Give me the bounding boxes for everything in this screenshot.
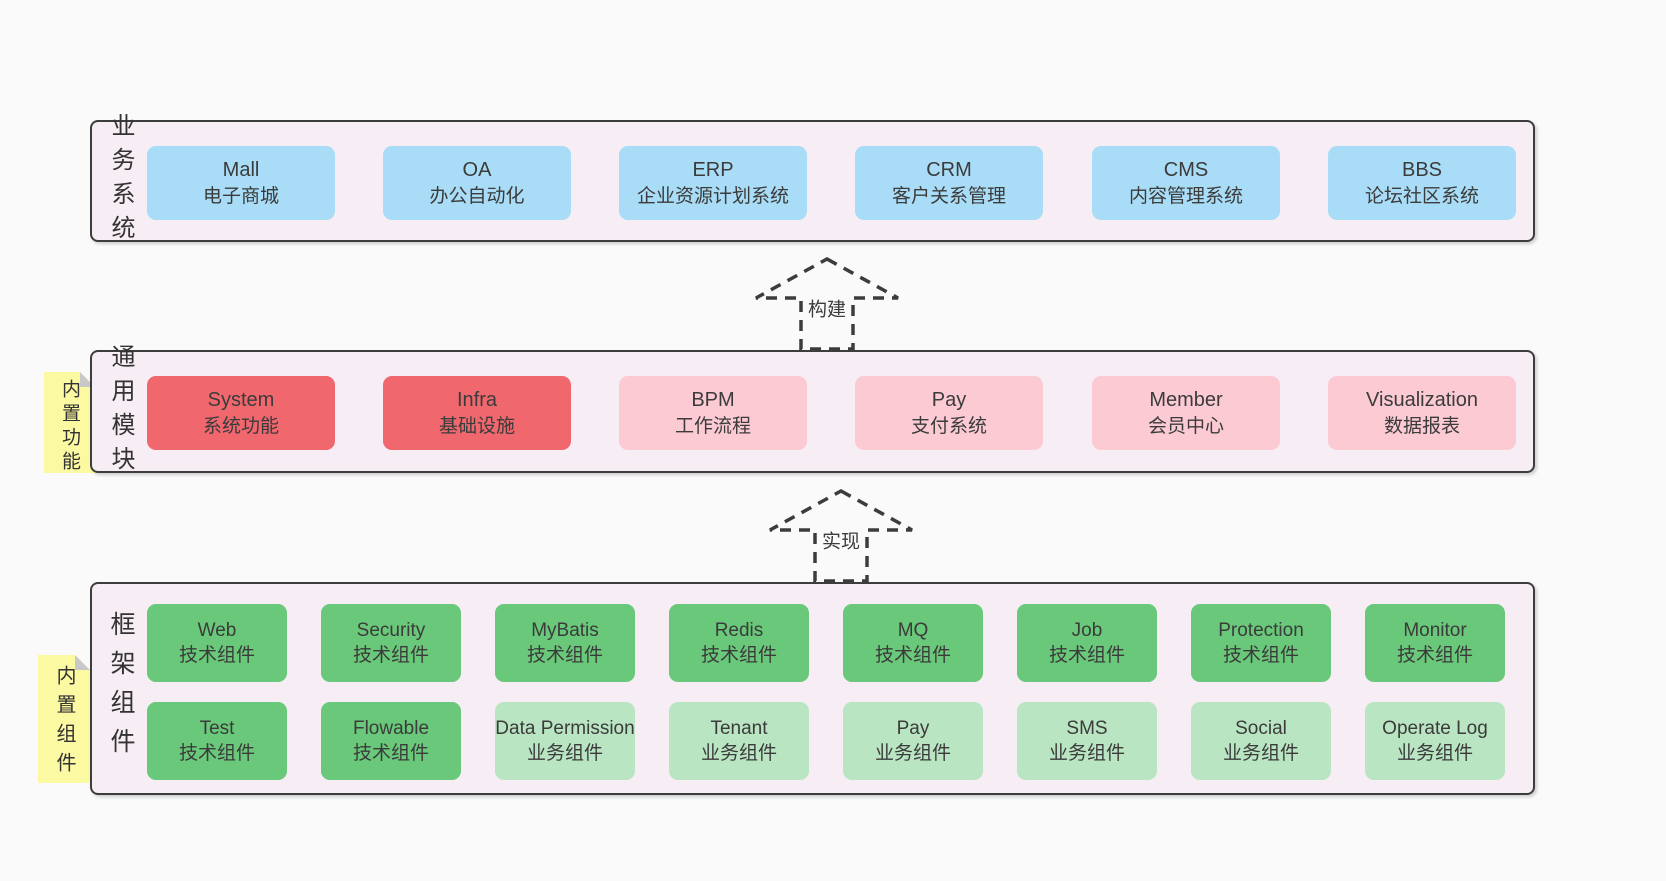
box-web: Web 技术组件 (147, 604, 287, 682)
box-title: Web (197, 620, 237, 641)
box-erp: ERP 企业资源计划系统 (619, 146, 807, 220)
box-subtitle: 技术组件 (700, 645, 777, 666)
box-subtitle: 技术组件 (1048, 645, 1125, 666)
box-member: Member 会员中心 (1092, 376, 1280, 450)
box-title: Pay (931, 388, 967, 411)
box-oa: OA 办公自动化 (383, 146, 571, 220)
box-tenant: Tenant 业务组件 (669, 702, 809, 780)
box-title: BPM (691, 388, 735, 411)
box-subtitle: 论坛社区系统 (1364, 185, 1479, 207)
box-title: OA (462, 158, 492, 181)
box-mall: Mall 电子商城 (147, 146, 335, 220)
box-title: Social (1235, 718, 1287, 739)
box-title: Operate Log (1382, 718, 1488, 739)
box-system: System 系统功能 (147, 376, 335, 450)
box-title: SMS (1066, 718, 1108, 739)
box-title: Job (1071, 620, 1103, 641)
box-pay-system: Pay 支付系统 (855, 376, 1043, 450)
box-subtitle: 业务组件 (1396, 743, 1473, 764)
sticky-note-builtin-features: 内置功能 (44, 372, 95, 473)
box-subtitle: 工作流程 (674, 415, 751, 437)
box-subtitle: 业务组件 (874, 743, 951, 764)
box-title: Pay (896, 718, 930, 739)
box-sms: SMS 业务组件 (1017, 702, 1157, 780)
box-mybatis: MyBatis 技术组件 (495, 604, 635, 682)
box-subtitle: 系统功能 (202, 415, 279, 437)
box-title: Security (356, 620, 426, 641)
box-monitor: Monitor 技术组件 (1365, 604, 1505, 682)
box-title: Infra (456, 388, 498, 411)
box-job: Job 技术组件 (1017, 604, 1157, 682)
box-subtitle: 技术组件 (526, 645, 603, 666)
box-subtitle: 技术组件 (1222, 645, 1299, 666)
box-title: Redis (714, 620, 764, 641)
box-subtitle: 内容管理系统 (1128, 185, 1243, 207)
box-visualization: Visualization 数据报表 (1328, 376, 1516, 450)
sticky-fold-corner-icon (75, 655, 90, 670)
box-subtitle: 业务组件 (1048, 743, 1125, 764)
box-subtitle: 会员中心 (1147, 415, 1224, 437)
box-test: Test 技术组件 (147, 702, 287, 780)
sticky-note-builtin-components: 内置组件 (38, 655, 90, 783)
box-social: Social 业务组件 (1191, 702, 1331, 780)
box-title: MQ (897, 620, 929, 641)
box-title: Member (1149, 388, 1223, 411)
build-arrow: 构建 (752, 256, 902, 352)
box-title: Data Permission (495, 718, 635, 739)
box-subtitle: 技术组件 (352, 645, 429, 666)
box-subtitle: 业务组件 (700, 743, 777, 764)
box-title: Monitor (1403, 620, 1467, 641)
box-bpm: BPM 工作流程 (619, 376, 807, 450)
box-protection: Protection 技术组件 (1191, 604, 1331, 682)
box-redis: Redis 技术组件 (669, 604, 809, 682)
panel-label-modules: 通用模块 (107, 343, 134, 480)
box-subtitle: 电子商城 (202, 185, 279, 207)
implement-arrow-label: 实现 (817, 525, 865, 555)
box-subtitle: 数据报表 (1383, 415, 1460, 437)
box-flowable: Flowable 技术组件 (321, 702, 461, 780)
implement-arrow: 实现 (766, 488, 916, 584)
box-security: Security 技术组件 (321, 604, 461, 682)
framework-components-panel: 框架组件 Web 技术组件 Security 技术组件 MyBatis 技术组件… (90, 582, 1535, 795)
box-title: CRM (926, 158, 972, 181)
box-title: Tenant (710, 718, 768, 739)
business-systems-panel: 业务系统 Mall 电子商城 OA 办公自动化 ERP 企业资源计划系统 CRM… (90, 113, 1535, 249)
box-subtitle: 技术组件 (874, 645, 951, 666)
box-title: MyBatis (531, 620, 599, 641)
box-subtitle: 业务组件 (526, 743, 603, 764)
box-data-permission: Data Permission 业务组件 (495, 702, 635, 780)
box-subtitle: 支付系统 (910, 415, 987, 437)
box-title: ERP (692, 158, 734, 181)
box-subtitle: 技术组件 (178, 743, 255, 764)
box-subtitle: 业务组件 (1222, 743, 1299, 764)
box-mq: MQ 技术组件 (843, 604, 983, 682)
box-pay-component: Pay 业务组件 (843, 702, 983, 780)
box-operate-log: Operate Log 业务组件 (1365, 702, 1505, 780)
box-subtitle: 企业资源计划系统 (636, 185, 789, 207)
box-subtitle: 技术组件 (1396, 645, 1473, 666)
box-subtitle: 客户关系管理 (891, 185, 1006, 207)
box-infra: Infra 基础设施 (383, 376, 571, 450)
box-subtitle: 基础设施 (438, 415, 515, 437)
build-arrow-label: 构建 (803, 293, 851, 323)
box-crm: CRM 客户关系管理 (855, 146, 1043, 220)
box-title: CMS (1163, 158, 1209, 181)
box-cms: CMS 内容管理系统 (1092, 146, 1280, 220)
box-title: Protection (1218, 620, 1304, 641)
box-title: System (207, 388, 275, 411)
box-title: Mall (222, 158, 260, 181)
sticky-label: 内置组件 (53, 665, 75, 781)
panel-label-business: 业务系统 (107, 113, 134, 249)
panel-label-framework: 框架组件 (107, 610, 135, 767)
box-subtitle: 办公自动化 (429, 185, 525, 207)
box-bbs: BBS 论坛社区系统 (1328, 146, 1516, 220)
box-title: Test (199, 718, 235, 739)
box-title: Visualization (1366, 388, 1478, 411)
box-title: BBS (1401, 158, 1443, 181)
sticky-label: 内置功能 (59, 378, 80, 475)
box-subtitle: 技术组件 (352, 743, 429, 764)
box-title: Flowable (352, 718, 430, 739)
box-subtitle: 技术组件 (178, 645, 255, 666)
common-modules-panel: 通用模块 System 系统功能 Infra 基础设施 BPM 工作流程 Pay… (90, 344, 1535, 480)
